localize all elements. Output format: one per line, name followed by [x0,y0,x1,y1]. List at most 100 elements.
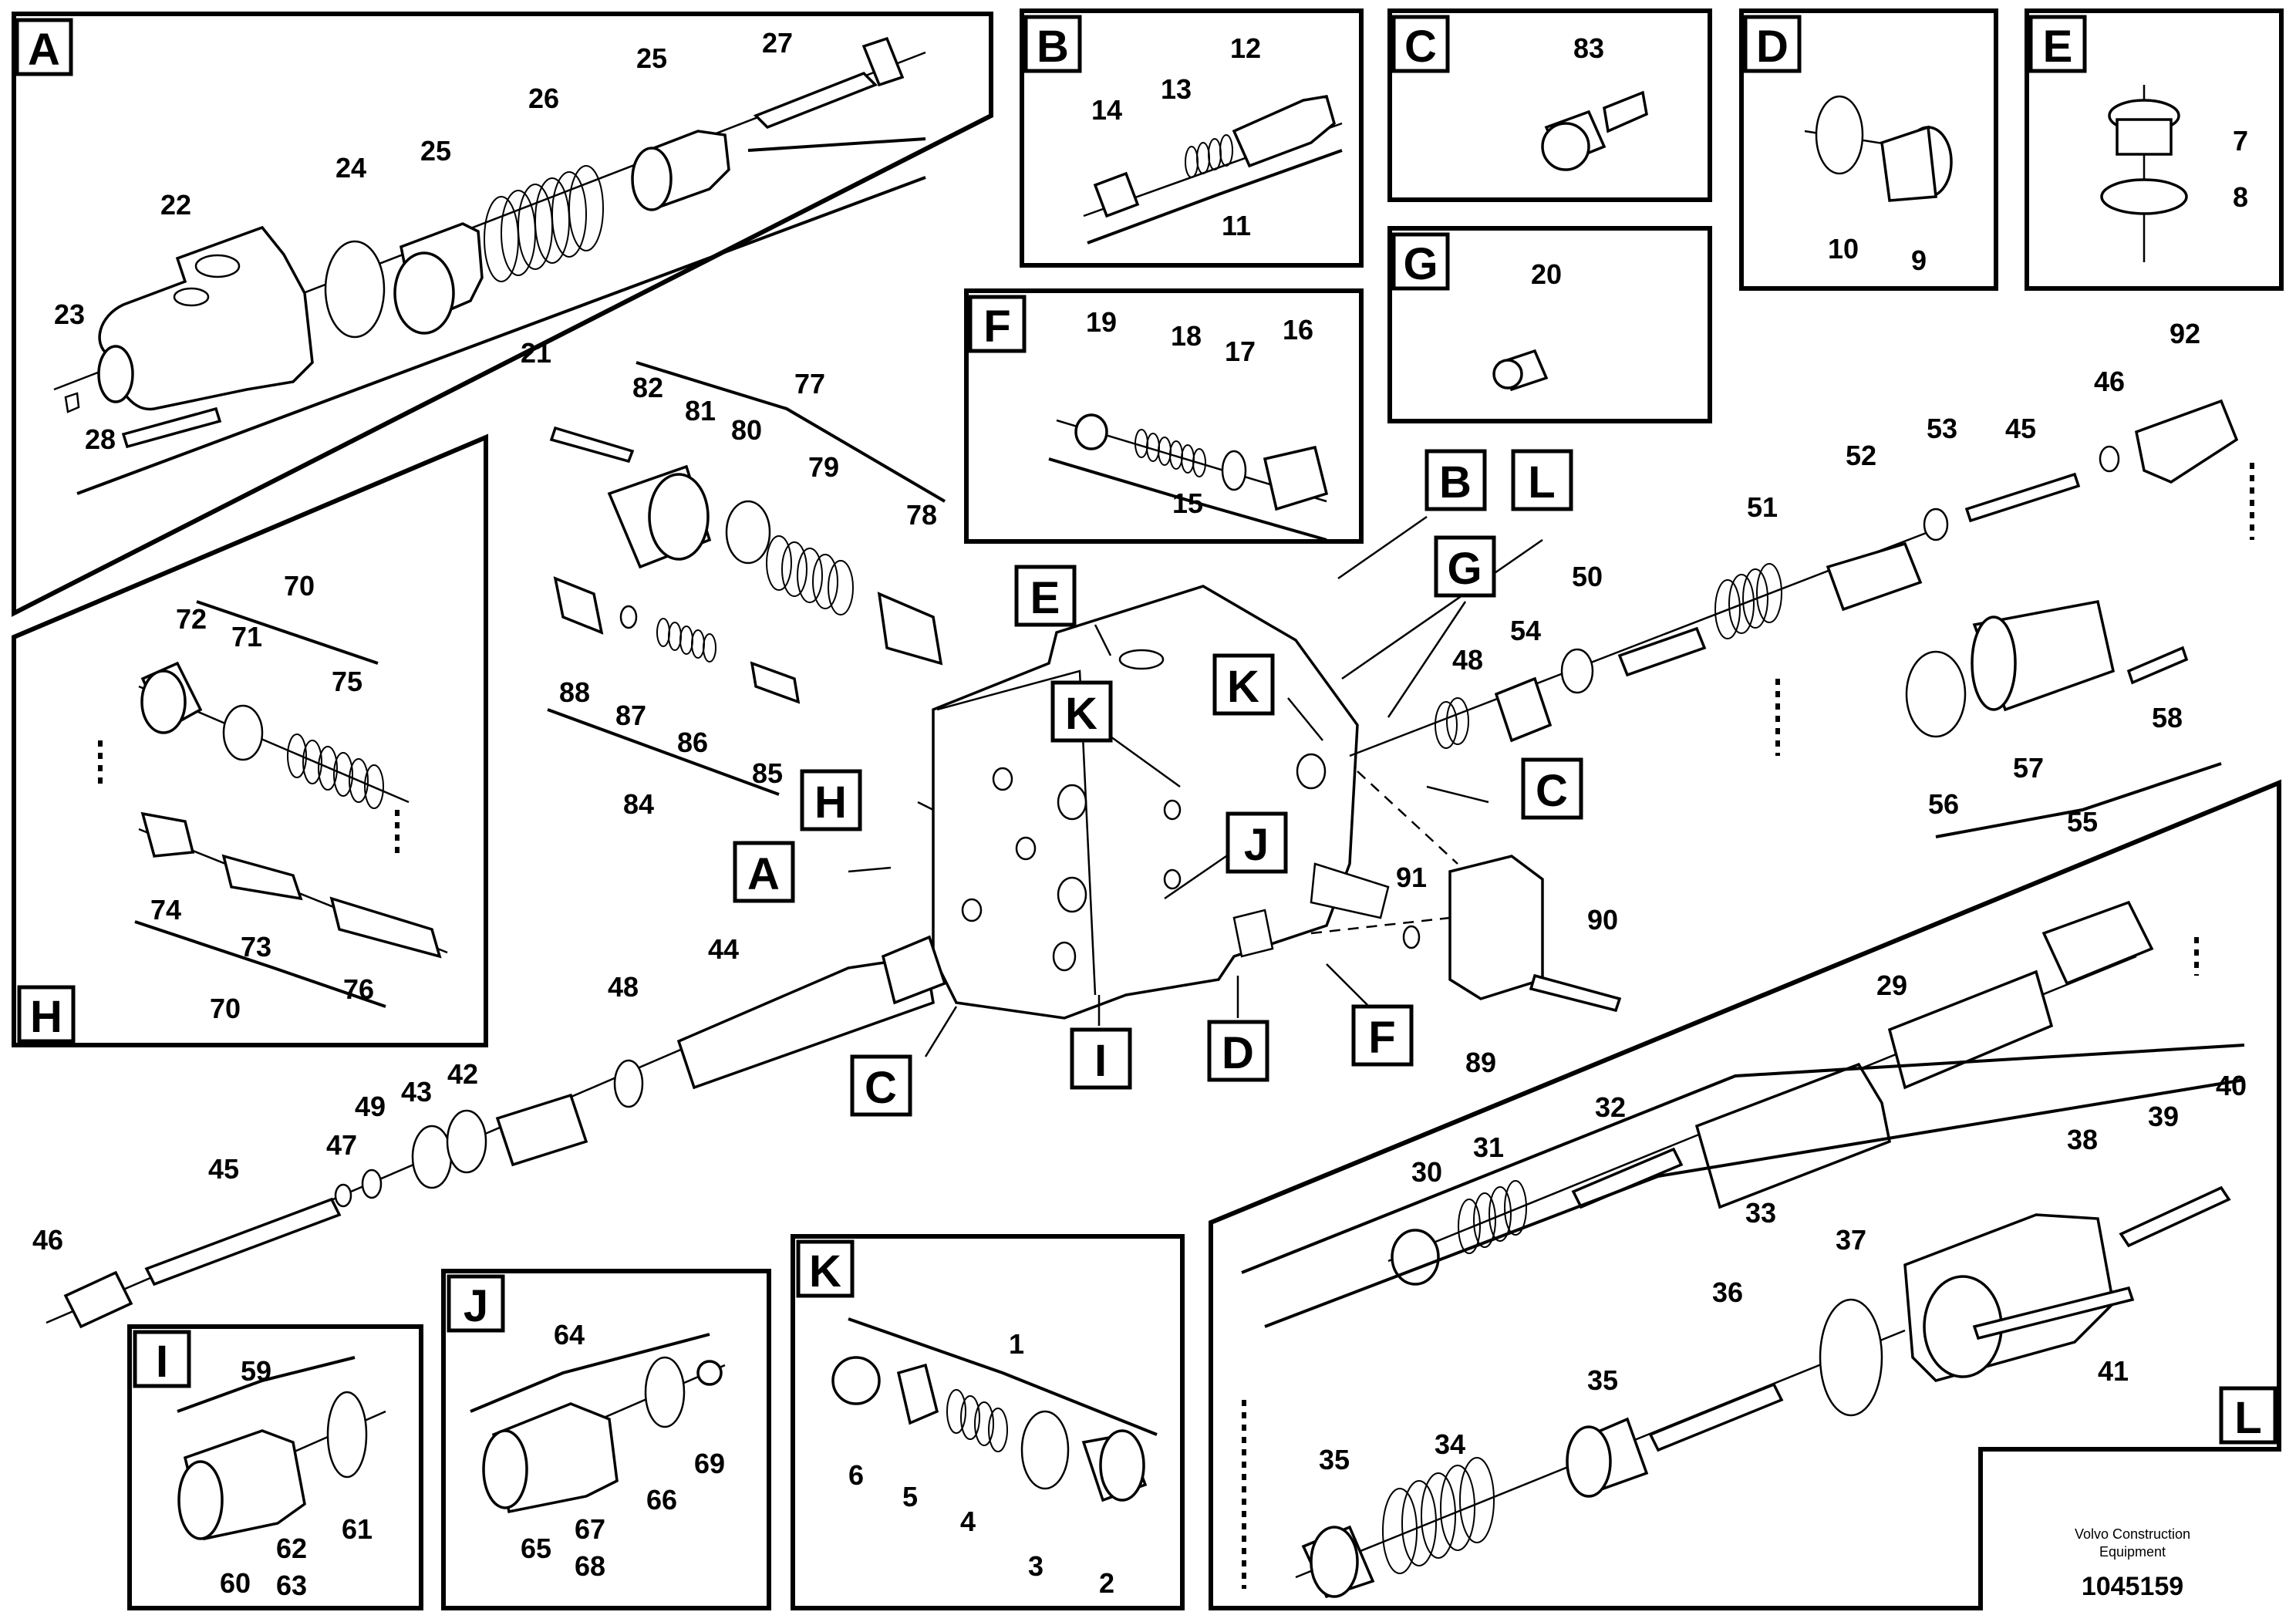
part-number: 34 [1435,1428,1465,1460]
callout-d: D [1222,1028,1254,1078]
inset-letter-b: B [1037,22,1069,72]
inset-frame-l [1209,779,2281,1610]
part-number: 55 [2067,806,2098,838]
part-number: 81 [685,395,716,427]
part-number: 22 [160,189,191,221]
part-number: 1 [1009,1328,1024,1360]
callout-g: G [1447,544,1482,594]
part-number: 79 [808,451,839,483]
inset-l-drawing [1241,900,2245,1599]
part-number: 62 [276,1533,307,1564]
part-number: 21 [521,337,551,369]
part-number: 89 [1465,1047,1496,1078]
part-number: 63 [276,1570,307,1601]
part-number: 84 [623,788,654,820]
part-number: 2 [1099,1567,1114,1599]
inset-letter-k: K [809,1246,841,1297]
part-number: 69 [694,1448,725,1479]
part-number: 37 [1836,1224,1866,1256]
inset-e-drawing [2100,85,2188,262]
part-number: 90 [1587,904,1618,936]
inset-d-drawing [1804,95,1953,202]
inset-frame-k [791,1234,1185,1610]
inset-frame-e [2025,8,2284,291]
part-number: 71 [231,621,262,653]
part-number: 74 [150,894,181,926]
footer: Volvo Construction Equipment 1045159 [2075,1526,2190,1601]
inset-frame-c [1387,8,1712,202]
callout-c-right: C [1536,766,1568,816]
inset-letter-g: G [1403,239,1438,289]
part-number: 56 [1928,788,1959,820]
inset-letter-i: I [156,1337,168,1387]
callout-e: E [1030,573,1060,623]
inset-a-drawing [53,36,926,495]
part-number: 51 [1747,491,1778,523]
inset-frame-b [1020,8,1364,268]
part-number: 88 [559,676,590,708]
part-number: 10 [1828,233,1859,265]
part-number: 43 [401,1076,432,1108]
part-number: 8 [2233,181,2248,213]
part-number: 83 [1573,32,1604,64]
part-number: 16 [1283,314,1313,346]
control-valve-body-illustration [932,585,1390,1020]
inset-f-drawing [1048,413,1329,541]
inset-c-drawing [1541,90,1648,171]
callout-a: A [747,849,780,899]
part-number: 60 [220,1567,251,1599]
part-number: 48 [608,971,639,1003]
part-number: 47 [326,1129,357,1161]
inset-letter-f: F [983,302,1010,352]
part-number: 36 [1712,1276,1743,1308]
part-number: 45 [2005,413,2036,444]
drawing-number: 1045159 [2082,1572,2183,1601]
part-number: 25 [636,42,667,74]
part-number: 6 [848,1459,864,1491]
callout-b: B [1439,457,1472,508]
inset-letter-d: D [1756,22,1789,72]
part-number: 49 [355,1091,386,1122]
callout-f: F [1368,1013,1395,1063]
callout-k-left: K [1065,689,1097,739]
part-number: 33 [1745,1197,1776,1229]
part-number: 91 [1396,862,1427,893]
inset-letter-h: H [30,992,62,1042]
part-number: 39 [2148,1101,2179,1132]
inset-j-drawing [470,1333,726,1514]
part-number: 50 [1572,561,1603,592]
inset-frame-d [1739,8,1998,291]
part-number: 57 [2013,752,2044,784]
inset-frame-g [1387,226,1712,423]
part-number: 44 [708,933,739,965]
inset-letter-j: J [464,1281,488,1331]
part-number: 5 [902,1481,918,1512]
part-number: 86 [677,727,708,758]
part-number: 80 [731,414,762,446]
part-number: 20 [1531,258,1562,290]
inset-k-drawing [831,1317,1158,1502]
part-number: 9 [1911,244,1927,276]
part-number: 11 [1222,210,1251,241]
part-number: 68 [575,1550,605,1582]
callout-c-bottom: C [865,1063,897,1113]
inset-g-drawing [1492,349,1549,392]
part-number: 52 [1846,440,1876,471]
o-ring-illustration [324,240,386,339]
part-number: 7 [2233,125,2248,157]
callout-h: H [814,777,847,828]
bracket-illustration [1310,771,1622,1013]
part-numbers: 21 22 23 24 25 25 26 27 28 11 12 13 14 8… [32,27,2248,1601]
part-number: 82 [632,372,663,403]
lower-spool-illustration [46,935,947,1329]
part-number: 73 [241,931,271,963]
callout-boxes: A B C D E F G H I J K L B L E G K K H C … [15,15,2277,1445]
part-number: 38 [2067,1124,2098,1155]
part-number: 87 [615,700,646,731]
part-number: 53 [1927,413,1957,444]
coil-spring-illustration [484,165,604,282]
part-number: 4 [960,1506,976,1537]
part-number: 18 [1171,320,1202,352]
part-number: 46 [32,1224,63,1256]
callout-k-right: K [1227,662,1259,712]
